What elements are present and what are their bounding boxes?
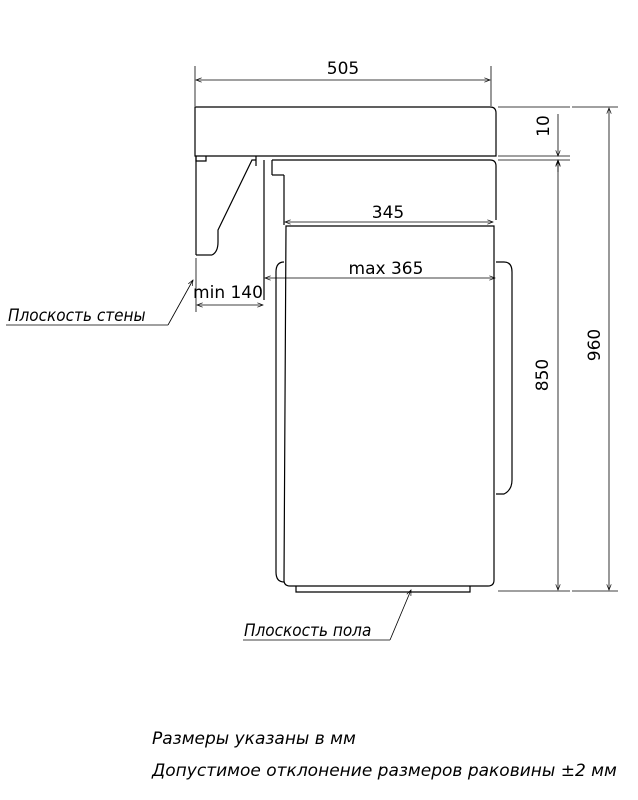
tolerance-note: Допустимое отклонение размеров раковины … [151, 761, 617, 781]
sink-top [194, 106, 497, 255]
wall-plane-callout: Плоскость стены [6, 279, 194, 326]
floor-plane-label: Плоскость пола [244, 621, 371, 641]
dim-505: 505 [194, 59, 492, 106]
dim-max-365-label: max 365 [349, 259, 424, 279]
wall-bracket [196, 156, 265, 300]
wall-plane-label: Плоскость стены [8, 306, 146, 326]
dim-10-label: 10 [534, 115, 554, 137]
dim-960-label: 960 [585, 329, 605, 361]
dim-850-label: 850 [533, 359, 553, 391]
dim-345-label: 345 [372, 203, 404, 223]
floor-plane-callout: Плоскость пола [243, 589, 412, 641]
dim-10: 10 [498, 106, 570, 172]
units-note: Размеры указаны в мм [152, 729, 356, 749]
dim-960: 960 [572, 106, 618, 592]
dim-345: 345 [284, 203, 494, 225]
dim-max-365: max 365 [264, 259, 496, 281]
washing-machine [271, 159, 513, 593]
dim-min-140-label: min 140 [193, 283, 263, 303]
dim-505-label: 505 [327, 59, 359, 79]
dim-min-140: min 140 [193, 258, 264, 312]
dim-850: 850 [498, 160, 570, 592]
